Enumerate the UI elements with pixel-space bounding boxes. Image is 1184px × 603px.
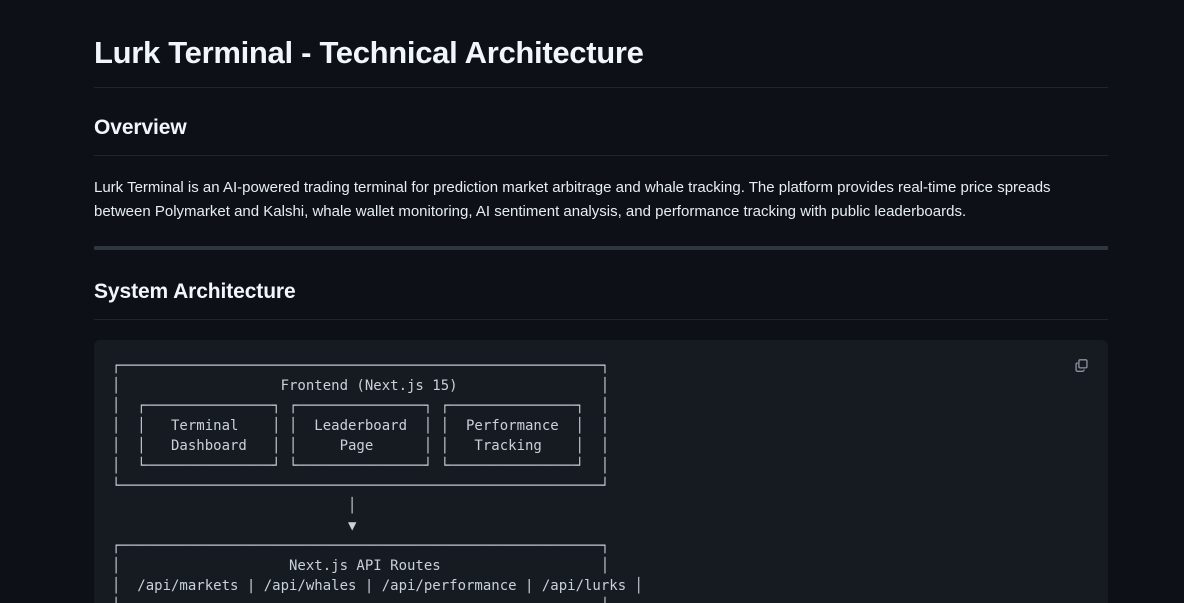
copy-icon — [1074, 358, 1089, 373]
section-heading-system-architecture: System Architecture — [94, 280, 296, 304]
title-divider — [94, 86, 1108, 88]
section-heading-overview: Overview — [94, 115, 187, 139]
page-title: Lurk Terminal - Technical Architecture — [94, 35, 644, 70]
system-architecture-divider — [94, 319, 1108, 321]
overview-paragraph: Lurk Terminal is an AI-powered trading t… — [94, 179, 1051, 221]
section-separator — [94, 246, 1108, 251]
architecture-code-block: ┌───────────────────────────────────────… — [94, 340, 1108, 603]
copy-code-button[interactable] — [1068, 352, 1094, 378]
overview-divider — [94, 155, 1108, 157]
architecture-diagram: ┌───────────────────────────────────────… — [112, 358, 644, 603]
